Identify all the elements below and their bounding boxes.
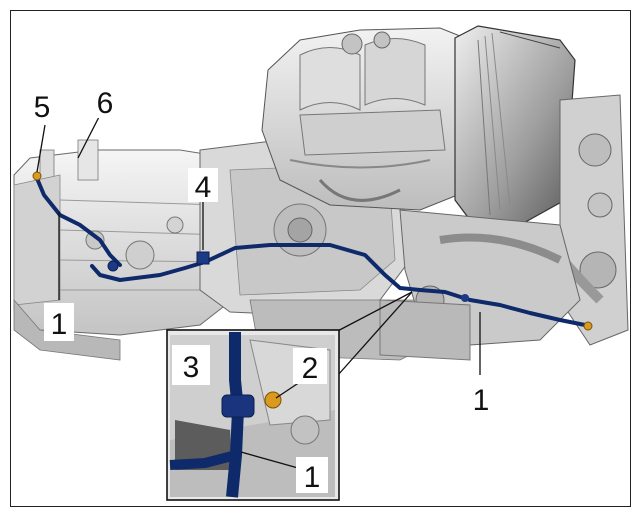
vent-pipe xyxy=(34,174,587,327)
svg-text:2: 2 xyxy=(302,352,319,385)
svg-text:3: 3 xyxy=(183,351,200,384)
callout-2-inset: 2 xyxy=(293,348,327,385)
air-filter-housing xyxy=(454,25,576,226)
transmission xyxy=(13,139,233,361)
callout-6: 6 xyxy=(92,84,118,120)
engine-block xyxy=(261,27,481,211)
callout-3-inset: 3 xyxy=(172,345,210,385)
callout-1-right: 1 xyxy=(466,378,496,418)
svg-text:1: 1 xyxy=(51,308,68,341)
leader-lines xyxy=(36,114,481,376)
callout-4: 4 xyxy=(188,168,218,204)
callout-5: 5 xyxy=(30,88,56,124)
fitting-right-end xyxy=(583,321,593,331)
svg-text:6: 6 xyxy=(97,87,114,120)
callout-1-inset: 1 xyxy=(296,457,328,494)
svg-text:4: 4 xyxy=(195,171,212,204)
svg-text:1: 1 xyxy=(304,461,321,494)
lower-engine xyxy=(379,209,581,361)
svg-text:5: 5 xyxy=(34,91,51,124)
svg-text:1: 1 xyxy=(473,384,490,417)
fitting-5 xyxy=(32,171,42,181)
callout-1-left: 1 xyxy=(44,303,74,341)
